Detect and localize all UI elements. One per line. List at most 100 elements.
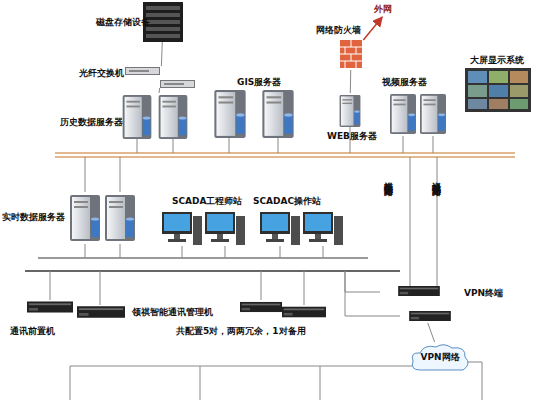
rack-device [77,306,125,318]
device-label: 网络防火墙 [316,25,361,36]
device-group: 大屏显示系统 [465,68,531,112]
wire [85,157,86,192]
device-label: VPN网络 [410,352,470,363]
bus-line [38,257,368,259]
fiber-switch [126,68,160,75]
device-label: SCADAC操作站 [253,196,321,207]
device-label: WEB服务器 [327,131,377,142]
device-label: 实时数据服务器 [2,212,65,223]
device-group: 领祺智能通讯管理机 [238,296,326,320]
path-label: 巡线数据通路 [431,175,442,181]
data-path-wire [410,157,411,286]
server-icon [390,94,416,134]
display-tile [489,99,508,109]
server-icon [70,195,100,241]
vpn-device [409,311,451,321]
device-label: VPN终端 [464,288,503,299]
wire [70,366,412,400]
connector [350,70,351,93]
server-icon [105,195,135,241]
device-label: 视频服务器 [382,77,427,88]
wire [261,271,262,300]
device-label: 光纤交换机 [79,68,124,79]
server-icon [159,95,188,139]
device-group: VPN终端 [380,285,462,323]
device-label: 领祺智能通讯管理机 [132,307,213,318]
firewall-bricks [340,40,362,68]
disk-tray [146,20,180,24]
device-label: 通讯前置机 [10,326,55,337]
rack-device [240,302,282,312]
wires [50,127,482,400]
wire [345,271,400,316]
wire [120,244,121,258]
device-label: GIS服务器 [237,77,281,88]
rack-device [282,307,326,318]
path-label: 视频数据通路 [383,175,394,181]
wire [137,139,138,153]
wire [304,271,305,305]
display-tile [489,71,508,83]
device-label: 磁盘存储设备 [96,17,150,28]
wire [280,246,281,258]
vpn-device [398,286,440,296]
network-cloud: VPN网络 [410,342,470,372]
device-group: SCADAC操作站 [258,210,346,246]
display-tile [510,85,528,97]
wire [100,271,101,305]
wire [403,136,404,153]
server-icon [340,95,361,127]
device-label: 历史数据服务器 [60,117,123,128]
wire [120,157,121,192]
device-group: 视频服务器 [388,90,446,140]
bus-line [25,270,400,272]
wire [200,366,201,400]
workstation-icon [260,212,300,245]
display-tile [510,99,528,109]
workstation-icon [162,212,202,245]
wire [173,139,174,153]
server-icon [214,90,245,138]
disk-tray [146,13,180,17]
device-group: 通讯前置机 [25,298,127,322]
connector [428,323,435,342]
note-label: 共配置5对，两两冗余，1对备用 [176,326,306,337]
device-group: GIS服务器 [208,90,302,140]
display-tile [510,71,528,83]
connector [363,17,382,40]
wire [345,271,380,292]
server-icon [262,90,293,138]
rack-device [27,301,73,312]
disk-tray [146,27,180,31]
device-label: 外网 [374,4,392,15]
wire [85,244,86,258]
display-tile [489,85,508,97]
wire [323,246,324,258]
device-group: SCADA工程师站 [160,210,246,246]
wire [225,246,226,258]
wire [229,138,230,153]
firewall-wall [340,40,362,68]
device-group: 外网 [374,3,402,17]
wire [468,362,482,400]
wire [320,366,321,400]
display-wall [465,68,531,112]
connector [159,88,161,93]
bus-line [55,156,515,158]
server-icon [123,95,152,139]
display-tile [468,85,487,97]
server-icon [420,94,446,134]
bus-line [55,152,515,154]
wire [50,271,51,300]
device-group: 历史数据服务器 [120,93,192,141]
display-tile [468,71,487,83]
display-tile [468,99,487,109]
disk-tray [146,6,180,10]
workstation-icon [205,212,245,245]
device-group: 网络防火墙 [338,40,364,70]
workstation-icon [303,212,343,245]
disk-tray [146,34,180,38]
device-label: SCADA工程师站 [172,196,243,207]
device-label: 大屏显示系统 [470,55,524,66]
wire [182,246,183,258]
